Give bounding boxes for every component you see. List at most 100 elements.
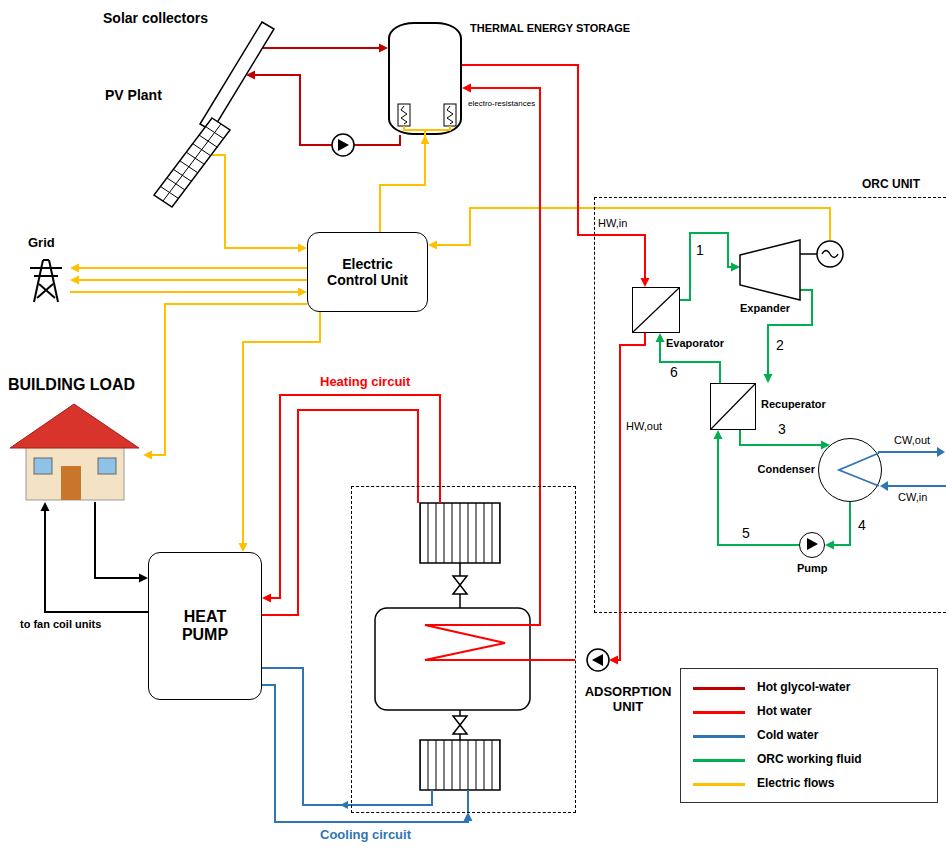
- flow-line: [718, 436, 799, 545]
- drawing-line: [43, 259, 49, 261]
- callout-number: 6: [670, 365, 678, 380]
- flow-connector: [825, 502, 850, 550]
- arrow-head: [937, 447, 945, 457]
- drawing-polyline: [447, 106, 453, 124]
- node-label: Condenser: [751, 463, 815, 476]
- flow-line: [468, 88, 540, 487]
- legend-swatch: [693, 735, 745, 738]
- flow-connector: [714, 430, 800, 545]
- flow-line: [95, 502, 142, 578]
- heat-exchanger: Evaporator: [632, 287, 680, 333]
- node-label: Pump: [797, 562, 828, 575]
- unit-boundary: ADSORPTION UNIT: [352, 487, 575, 812]
- stream-label: CW,out: [894, 434, 930, 446]
- node-label: THERMAL ENERGY STORAGE: [470, 22, 630, 35]
- arrow-head: [641, 278, 650, 287]
- flow-line: [831, 502, 850, 545]
- flow-line: [45, 508, 148, 612]
- drawing-line: [878, 451, 938, 453]
- flow-connector: [263, 44, 388, 53]
- legend-text: ORC working fluid: [757, 753, 862, 767]
- drawing-polygon: [740, 240, 800, 300]
- drawing-path: [822, 251, 838, 258]
- drawing-line: [37, 284, 53, 298]
- drawing-polyline: [262, 668, 432, 805]
- legend-box: Hot glycol-waterHot waterCold waterORC w…: [680, 668, 938, 803]
- condenser-symbol: Condenser: [818, 438, 882, 502]
- callout-number: 1: [696, 243, 704, 258]
- callout-number: 3: [778, 422, 786, 437]
- flow-connector: [262, 685, 473, 822]
- legend-swatch: [693, 711, 745, 714]
- drawing-rect: [398, 104, 410, 126]
- drawing-polygon: [10, 404, 139, 448]
- drawing-line: [30, 267, 62, 269]
- flow-connector: [70, 264, 307, 273]
- legend-row: Hot glycol-water: [693, 679, 850, 697]
- stream-label: electro-resistances: [468, 100, 535, 109]
- stream-label: HW,in: [598, 217, 627, 229]
- arrow-head: [714, 430, 723, 439]
- arrow-head: [656, 333, 665, 342]
- node-label: Evaporator: [666, 337, 724, 350]
- node-label: HEAT PUMP: [170, 608, 240, 645]
- drawing-line: [711, 384, 755, 429]
- drawing-rect: [26, 442, 124, 500]
- drawing-line: [163, 124, 221, 201]
- flow-line: [243, 312, 320, 546]
- unit-boundary: ORC UNITEvaporatorExpanderRecuperatorCon…: [595, 198, 947, 612]
- arrow-head: [464, 812, 473, 821]
- flow-line: [76, 267, 307, 269]
- arrow-head: [821, 441, 830, 450]
- heat-exchanger-outline: [633, 288, 679, 332]
- heat-exchanger-outline: [711, 384, 755, 429]
- drawing-polygon: [592, 654, 603, 666]
- flow-line: [149, 304, 307, 455]
- flow-connector: [70, 276, 307, 285]
- arrow-head: [421, 135, 430, 144]
- storage-tank-outline: [390, 24, 460, 133]
- drawing-line: [467, 790, 469, 812]
- edge-label: Heating circuit: [318, 375, 412, 390]
- flow-line: [462, 65, 645, 281]
- stream-label: HW,out: [626, 420, 662, 432]
- node-label: BUILDING LOAD: [8, 376, 135, 394]
- flow-line: [434, 208, 830, 245]
- legend-text: Cold water: [757, 729, 818, 743]
- flow-connector: [462, 84, 540, 488]
- drawing-line: [39, 284, 55, 298]
- flow-connector: [41, 502, 149, 612]
- flow-connector: [609, 333, 645, 665]
- flow-line: [268, 395, 440, 598]
- legend-text: Hot glycol-water: [757, 681, 850, 695]
- flow-connector: [211, 155, 307, 253]
- flow-connector: [143, 304, 307, 460]
- flow-line: [263, 47, 382, 49]
- legend-swatch: [693, 783, 745, 786]
- flow-connector: [95, 502, 148, 583]
- drawing-polygon: [807, 538, 818, 550]
- solar-collector: Solar collectors: [195, 20, 277, 134]
- drawing-rect: [420, 740, 500, 790]
- pv-plant: PV Plant: [150, 115, 235, 210]
- expander-symbol-outline: [740, 240, 845, 300]
- drawing-polyline: [425, 487, 575, 660]
- drawing-polygon: [200, 22, 274, 131]
- drawing-polyline: [404, 126, 450, 130]
- flow-line: [252, 75, 400, 145]
- flow-connector: [462, 65, 650, 287]
- drawing-line: [633, 288, 679, 332]
- callout-number: 4: [858, 518, 866, 533]
- cold-water-piping: [262, 452, 946, 812]
- legend-row: Electric flows: [693, 775, 834, 793]
- stream-label: to fan coil units: [20, 618, 101, 630]
- node-label: ORC UNIT: [862, 178, 920, 192]
- building-icon-outline: [6, 376, 143, 502]
- drawing-circle: [587, 649, 609, 671]
- legend-text: Hot water: [757, 705, 812, 719]
- circulation-pump: [587, 649, 609, 671]
- drawing-rect: [61, 466, 81, 500]
- drawing-rect: [34, 458, 52, 474]
- process-box: Electric Control Unit: [307, 232, 428, 312]
